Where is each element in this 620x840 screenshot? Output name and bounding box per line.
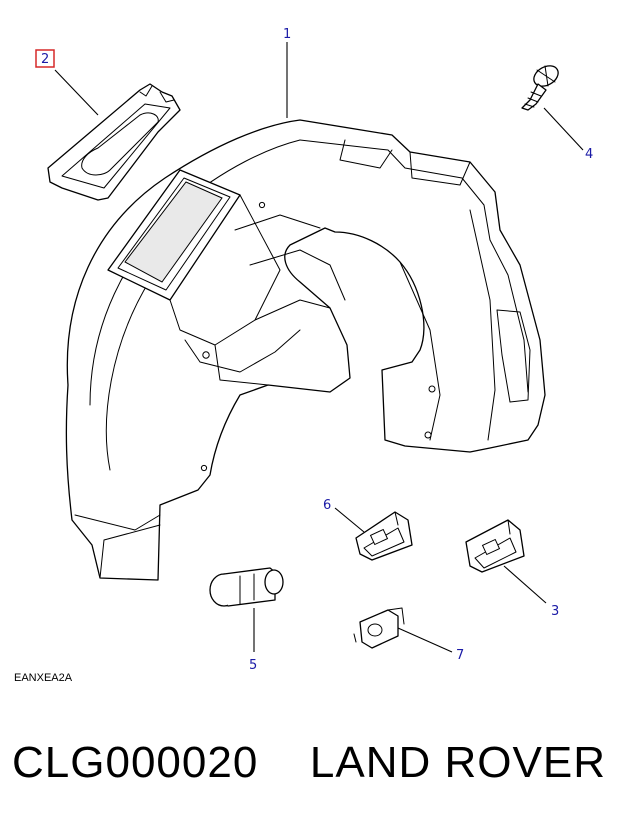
leader-lines — [54, 42, 584, 653]
leader-3 — [503, 565, 547, 604]
drawing-code: EANXEA2A — [14, 672, 73, 684]
callout-6: 6 — [323, 498, 331, 513]
wheel-arch-liner-part[interactable] — [65, 119, 546, 581]
callouts: 1 2 3 4 5 6 7 — [35, 27, 593, 673]
part-footer: CLG000020 LAND ROVER — [0, 738, 620, 818]
callout-1: 1 — [283, 27, 291, 42]
leader-2 — [54, 69, 99, 116]
leader-6 — [334, 507, 365, 533]
square-fastener-part[interactable] — [353, 607, 405, 649]
push-rivet-part[interactable] — [209, 567, 284, 607]
callout-7: 7 — [456, 648, 464, 663]
brand-name: LAND ROVER — [309, 738, 606, 787]
callout-3: 3 — [551, 604, 559, 619]
callout-2: 2 — [41, 52, 49, 67]
clip-part-3[interactable] — [465, 519, 525, 573]
leader-7 — [397, 627, 453, 653]
screw-part[interactable] — [521, 62, 562, 111]
leader-4 — [543, 107, 584, 151]
callout-5: 5 — [249, 658, 257, 673]
clip-part-6[interactable] — [355, 511, 413, 561]
part-number: CLG000020 — [12, 738, 259, 787]
callout-4: 4 — [585, 147, 593, 162]
vent-cover-part[interactable] — [47, 83, 181, 201]
exploded-parts-diagram: 1 2 3 4 5 6 7 — [35, 27, 593, 673]
callout-2-highlight-box — [35, 49, 55, 68]
